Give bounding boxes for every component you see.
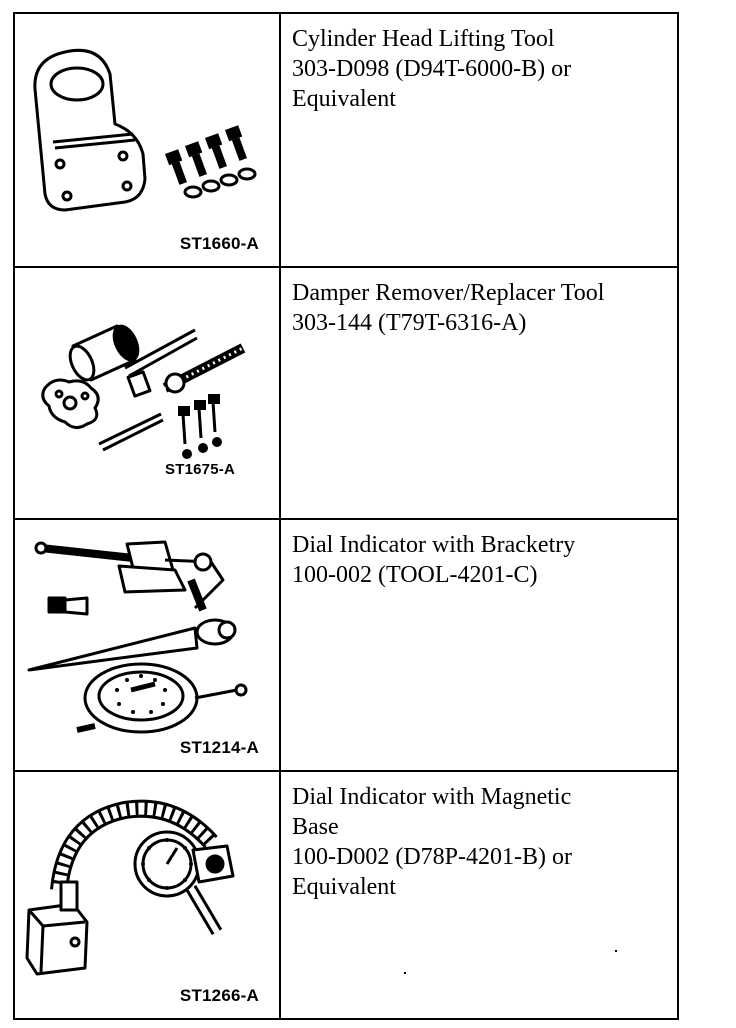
dial-indicator-bracket-icon — [27, 540, 248, 734]
part-number-label: ST1214-A — [179, 738, 259, 757]
scan-speck — [404, 972, 406, 974]
part-number-label: ST1675-A — [165, 461, 235, 478]
tool-number: 100-D002 (D78P-4201-B) or — [292, 844, 572, 870]
tool-image-cell: ST1266-A — [15, 772, 281, 1018]
tool-description-cell: Dial Indicator with Bracketry 100-002 (T… — [281, 520, 677, 772]
tool-name: Dial Indicator with Magnetic — [292, 784, 572, 810]
tool-description-cell: Dial Indicator with Magnetic Base 100-D0… — [281, 772, 677, 1018]
scan-speck — [615, 950, 617, 952]
special-tools-table: ST1660-A Cylinder Head Lifting Tool 303-… — [13, 12, 679, 1020]
lifting-bracket-icon — [33, 48, 257, 212]
tool-image-cell: ST1675-A — [15, 268, 281, 520]
tool-description-cell: Cylinder Head Lifting Tool 303-D098 (D94… — [281, 14, 677, 268]
tool-note: Equivalent — [292, 86, 396, 112]
part-number-label: ST1266-A — [179, 986, 259, 1005]
tool-name: Dial Indicator with Bracketry — [292, 532, 576, 558]
tool-name: Damper Remover/Replacer Tool — [292, 280, 605, 306]
tool-description-cell: Damper Remover/Replacer Tool 303-144 (T7… — [281, 268, 677, 520]
tool-number: 303-144 (T79T-6316-A) — [292, 310, 527, 336]
tool-image-cell: ST1214-A — [15, 520, 281, 772]
tool-number: 303-D098 (D94T-6000-B) or — [292, 56, 572, 82]
part-number-label: ST1660-A — [179, 234, 259, 253]
dial-indicator-magnetic-base-icon — [25, 799, 235, 976]
tool-note: Equivalent — [292, 874, 396, 900]
tool-name: Cylinder Head Lifting Tool — [292, 26, 555, 52]
tool-image-cell: ST1660-A — [15, 14, 281, 268]
damper-puller-icon — [41, 324, 246, 459]
tool-number: 100-002 (TOOL-4201-C) — [292, 562, 538, 588]
tool-name-continued: Base — [292, 814, 339, 840]
